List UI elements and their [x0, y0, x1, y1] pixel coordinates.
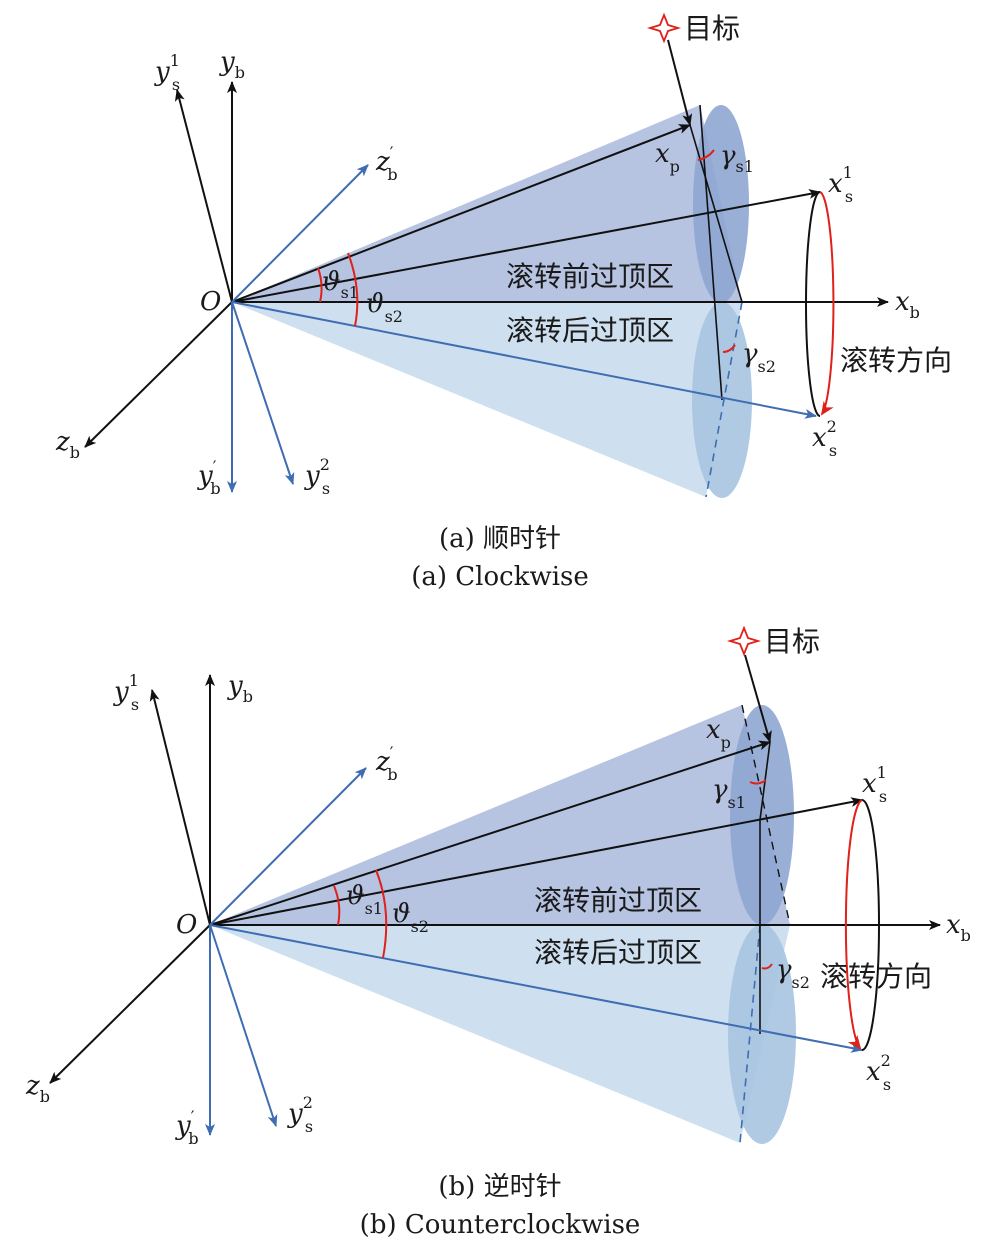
caption-cn-b: (b) 逆时针: [438, 1172, 561, 1202]
label-theta-s2: ϑs2: [392, 899, 429, 936]
label-xb: xb: [895, 287, 920, 322]
vector-xp: [231, 124, 691, 303]
cone-before-roll: [210, 705, 790, 925]
gamma-s1-line-b: [699, 104, 723, 401]
label-gamma-s1: γs1: [720, 141, 754, 176]
label-gamma-s2: γs2: [742, 339, 776, 376]
label-xp: xp: [706, 715, 731, 752]
theta-s2-arc: [375, 869, 388, 959]
caption-en-a: (a) Clockwise: [411, 562, 589, 592]
cone-base-lower-dashed-axis: [705, 301, 743, 498]
label-origin: O: [176, 910, 197, 940]
label-zb-prime: z′b: [375, 743, 398, 784]
gamma-s2-arc: [761, 963, 773, 970]
caption-en-b: (b) Counterclockwise: [360, 1210, 641, 1240]
vector-xs2: [209, 924, 863, 1053]
gamma-s1-arc: [697, 149, 715, 161]
gamma-s2-arc: [722, 344, 736, 353]
cone-after-roll: [232, 302, 742, 497]
gamma-s1-arc: [749, 779, 767, 785]
theta-s2-arc: [347, 252, 359, 327]
caption-cn-a: (a) 顺时针: [439, 524, 561, 554]
cone-base-upper: [693, 105, 749, 303]
target-ray: [744, 654, 772, 743]
axis-ys1: [174, 89, 233, 303]
label-yb-prime: y′b: [175, 1107, 199, 1148]
label-zb: zb: [25, 1071, 50, 1106]
axis-zb-prime: [209, 767, 367, 926]
label-origin: O: [200, 287, 221, 317]
zone-before-label: 滚转前过顶区: [506, 260, 674, 293]
axis-ys2: [209, 924, 278, 1127]
axis-ys2: [231, 301, 295, 485]
label-gamma-s2: γs2: [776, 955, 810, 992]
axis-zb: [49, 924, 211, 1084]
axis-zb-prime: [231, 164, 369, 303]
roll-circle-black: [861, 799, 880, 1051]
target-ray: [667, 39, 693, 126]
label-theta-s2: ϑs2: [366, 289, 403, 326]
roll-direction-label: 滚转方向: [820, 960, 932, 993]
label-yb: yb: [227, 671, 253, 706]
axis-zb: [84, 301, 233, 448]
label-yb: yb: [219, 47, 245, 82]
cone-after-roll: [210, 925, 790, 1143]
label-xb: xb: [946, 910, 971, 945]
vector-xs1: [231, 189, 821, 303]
roll-circle-black: [805, 191, 821, 417]
theta-s1-arc: [333, 885, 341, 926]
zone-before-label: 滚转前过顶区: [534, 884, 702, 917]
roll-arc-red: [844, 799, 863, 1050]
vector-xs1: [209, 797, 863, 926]
label-zb-prime: z′b: [375, 143, 398, 184]
cone-base-upper-dashed-axis: [741, 704, 791, 926]
label-yb-prime: y′b: [197, 457, 221, 498]
zone-after-label: 滚转后过顶区: [534, 936, 702, 969]
label-theta-s1: ϑs1: [346, 881, 383, 918]
vector-xp: [209, 740, 771, 926]
label-xp: xp: [655, 139, 680, 176]
gamma-s1-line-a: [689, 124, 743, 303]
target-label: 目标: [764, 625, 820, 658]
roll-arc-red: [819, 191, 835, 416]
label-zb: zb: [55, 427, 80, 462]
label-theta-s1: ϑs1: [322, 267, 359, 302]
axis-ys1: [149, 689, 211, 926]
target-label: 目标: [684, 12, 740, 45]
theta-s1-arc: [317, 267, 323, 303]
vector-xs2: [231, 301, 817, 419]
cone-base-lower: [728, 924, 796, 1144]
zone-after-label: 滚转后过顶区: [506, 314, 674, 347]
star-icon: [646, 12, 682, 44]
roll-direction-label: 滚转方向: [840, 344, 952, 377]
label-gamma-s1: γs1: [712, 775, 746, 812]
star-icon: [726, 625, 762, 657]
cone-base-lower-dashed-axis: [739, 924, 761, 1144]
